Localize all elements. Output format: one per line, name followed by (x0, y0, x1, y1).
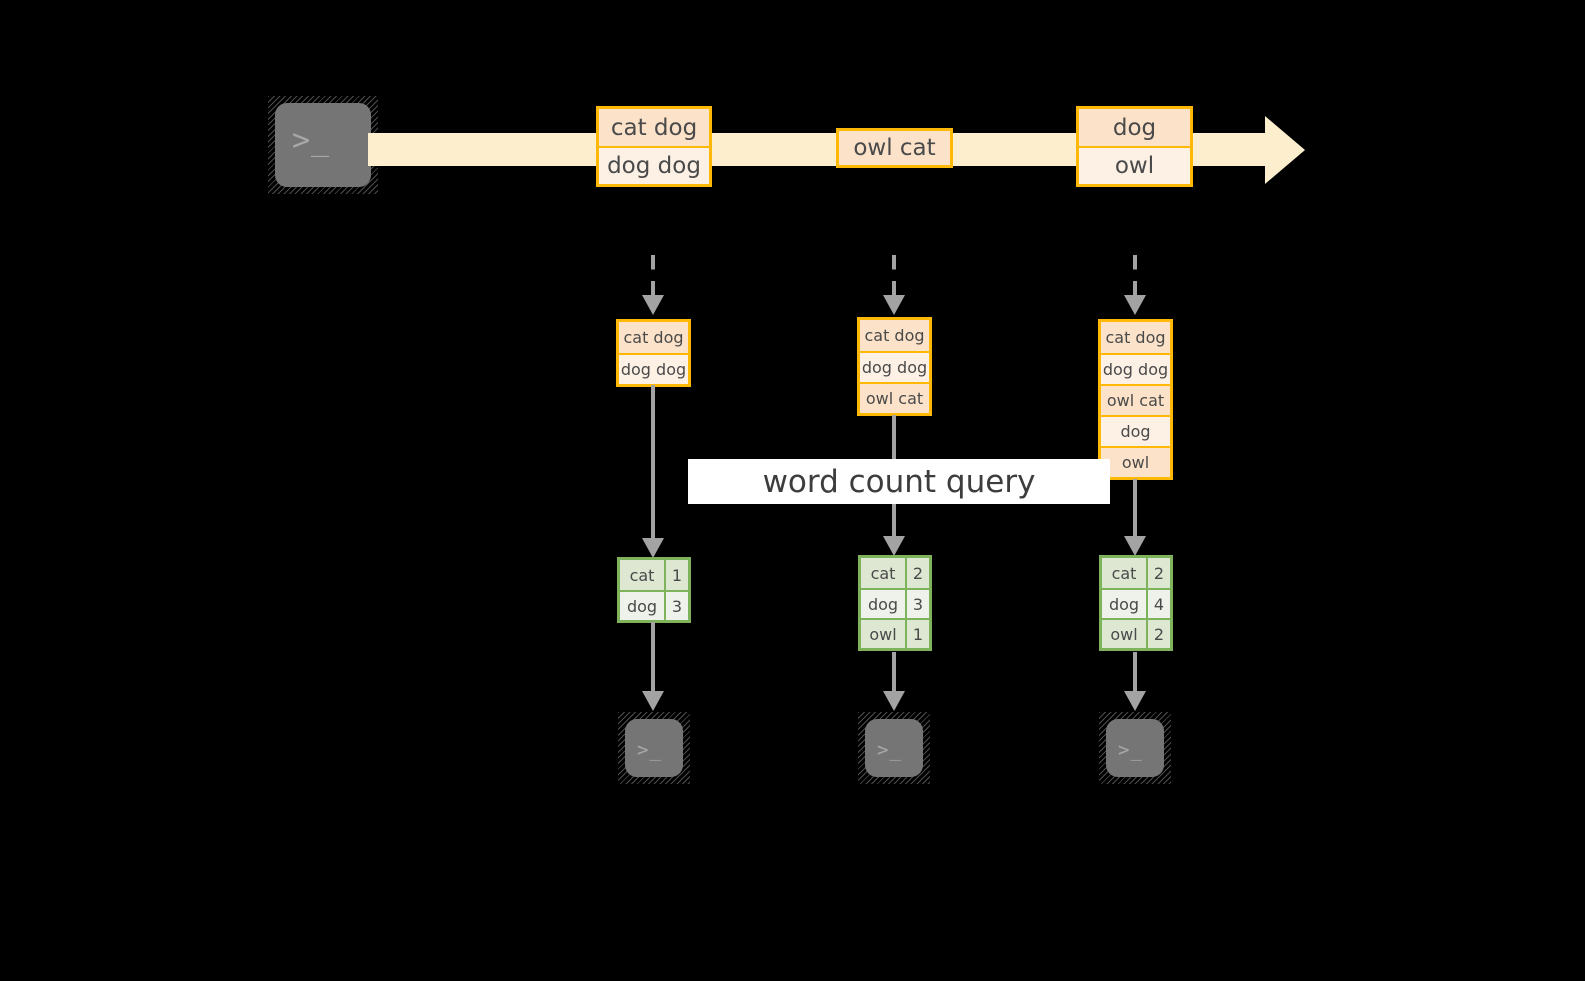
table-row: dog 3 (620, 590, 688, 620)
table-row: cat 2 (861, 558, 929, 588)
cell-count: 2 (1148, 558, 1170, 588)
cell-word: cat (861, 558, 907, 588)
cell-count: 3 (907, 590, 929, 618)
connector-arrowhead-icon (642, 691, 664, 711)
message-line: cat dog (599, 109, 709, 146)
query-banner: word count query (688, 459, 1110, 504)
connector-arrowhead-icon (883, 295, 905, 315)
state-line: owl cat (1101, 384, 1170, 415)
query-connector (1133, 479, 1137, 541)
sink-connector (651, 622, 655, 696)
cell-word: cat (620, 560, 666, 590)
state-line: dog dog (619, 353, 688, 384)
cell-count: 2 (1148, 620, 1170, 648)
terminal-screen: >_ (625, 719, 683, 777)
accumulated-state-box: cat dog dog dog (616, 319, 691, 387)
query-connector (651, 385, 655, 543)
stream-tap-connector (892, 255, 896, 297)
table-row: dog 3 (861, 588, 929, 618)
word-count-table: cat 1 dog 3 (617, 557, 691, 623)
table-row: dog 4 (1102, 588, 1170, 618)
cell-word: cat (1102, 558, 1148, 588)
sink-terminal-icon: >_ (858, 712, 930, 784)
table-row: owl 1 (861, 618, 929, 648)
query-banner-label: word count query (762, 463, 1036, 500)
cell-count: 3 (666, 592, 688, 620)
state-line: dog (1101, 415, 1170, 446)
cell-count: 2 (907, 558, 929, 588)
sink-connector (892, 652, 896, 696)
sink-terminal-icon: >_ (1099, 712, 1171, 784)
terminal-prompt-glyph: >_ (292, 123, 331, 158)
connector-arrowhead-icon (642, 295, 664, 315)
word-count-table: cat 2 dog 3 owl 1 (858, 555, 932, 651)
cell-word: owl (861, 620, 907, 648)
stream-arrowhead-icon (1265, 116, 1305, 184)
state-line: owl cat (860, 382, 929, 413)
stream-message: cat dog dog dog (596, 106, 712, 187)
terminal-prompt-glyph: >_ (637, 739, 662, 761)
cell-word: dog (620, 592, 666, 620)
connector-arrowhead-icon (1124, 691, 1146, 711)
stream-message: owl cat (836, 128, 953, 168)
message-line: owl (1079, 146, 1190, 184)
sink-connector (1133, 652, 1137, 696)
connector-arrowhead-icon (1124, 536, 1146, 556)
word-count-table: cat 2 dog 4 owl 2 (1099, 555, 1173, 651)
state-line: dog dog (1101, 353, 1170, 384)
terminal-prompt-glyph: >_ (877, 739, 902, 761)
accumulated-state-box: cat dog dog dog owl cat dog owl (1098, 319, 1173, 480)
sink-terminal-icon: >_ (618, 712, 690, 784)
message-line: owl cat (839, 131, 950, 165)
state-line: cat dog (860, 320, 929, 351)
table-row: cat 2 (1102, 558, 1170, 588)
cell-count: 1 (907, 620, 929, 648)
terminal-screen: >_ (275, 103, 371, 187)
state-line: cat dog (619, 322, 688, 353)
table-row: owl 2 (1102, 618, 1170, 648)
terminal-prompt-glyph: >_ (1118, 739, 1143, 761)
state-line: owl (1101, 446, 1170, 477)
table-row: cat 1 (620, 560, 688, 590)
state-line: cat dog (1101, 322, 1170, 353)
message-line: dog (1079, 109, 1190, 146)
cell-count: 1 (666, 560, 688, 590)
terminal-screen: >_ (1106, 719, 1164, 777)
message-line: dog dog (599, 146, 709, 184)
connector-arrowhead-icon (883, 691, 905, 711)
cell-word: owl (1102, 620, 1148, 648)
stream-message: dog owl (1076, 106, 1193, 187)
terminal-screen: >_ (865, 719, 923, 777)
connector-arrowhead-icon (1124, 295, 1146, 315)
stream-tap-connector (1133, 255, 1137, 297)
stream-tap-connector (651, 255, 655, 297)
accumulated-state-box: cat dog dog dog owl cat (857, 317, 932, 416)
cell-count: 4 (1148, 590, 1170, 618)
connector-arrowhead-icon (642, 538, 664, 558)
connector-arrowhead-icon (883, 536, 905, 556)
source-terminal-icon: >_ (268, 96, 378, 194)
state-line: dog dog (860, 351, 929, 382)
cell-word: dog (861, 590, 907, 618)
cell-word: dog (1102, 590, 1148, 618)
